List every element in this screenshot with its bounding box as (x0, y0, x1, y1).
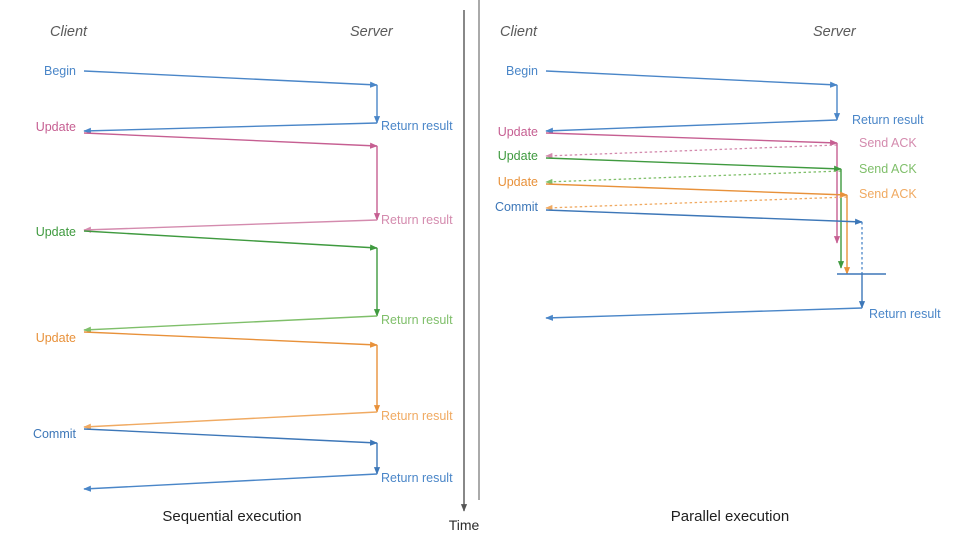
message-line-seq-update1 (83, 132, 378, 149)
message-line-seq-update3 (83, 331, 378, 348)
message-label-par-ack2: Send ACK (859, 162, 917, 176)
message-line-par-commit (545, 209, 863, 225)
message-line-seq-update2 (83, 230, 378, 251)
message-line-par-update1 (545, 132, 838, 146)
panel-caption-sequential: Sequential execution (162, 508, 301, 525)
message-label-seq-update3: Update (36, 331, 76, 345)
message-line-par-begin (545, 70, 838, 88)
message-line-seq-update3-return (83, 411, 378, 430)
message-label-seq-commit: Commit (33, 427, 77, 441)
message-line-seq-update2-return (83, 315, 378, 333)
message-label-seq-update3-return: Return result (381, 409, 453, 423)
message-line-par-begin-return (545, 119, 838, 134)
message-line-par-ack3 (545, 196, 848, 211)
message-label-par-update2: Update (498, 149, 538, 163)
time-axis-label: Time (449, 517, 480, 533)
message-label-par-ack3: Send ACK (859, 187, 917, 201)
message-label-seq-update2-return: Return result (381, 313, 453, 327)
message-line-seq-commit-return (83, 473, 378, 492)
message-label-seq-update2: Update (36, 225, 76, 239)
message-line-par-ack1 (545, 144, 838, 159)
message-label-seq-begin: Begin (44, 64, 76, 78)
lane-header-client-parallel: Client (500, 24, 538, 40)
message-label-par-commit-return: Return result (869, 307, 941, 321)
message-flow-layer (83, 70, 886, 492)
message-label-seq-update1-return: Return result (381, 213, 453, 227)
message-line-seq-begin (83, 70, 378, 88)
message-line-seq-update1-return (83, 219, 378, 233)
message-label-seq-begin-return: Return result (381, 119, 453, 133)
message-label-par-begin: Begin (506, 64, 538, 78)
panel-caption-parallel: Parallel execution (671, 508, 789, 525)
message-label-par-begin-return: Return result (852, 113, 924, 127)
message-line-seq-commit (83, 428, 378, 446)
message-label-par-update1: Update (498, 125, 538, 139)
message-label-par-commit: Commit (495, 200, 539, 214)
message-line-par-commit-return (545, 307, 863, 321)
message-line-par-ack2 (545, 170, 842, 185)
lane-header-client-sequential: Client (50, 24, 88, 40)
message-label-par-ack1: Send ACK (859, 136, 917, 150)
message-line-par-update3 (545, 183, 848, 198)
message-label-seq-commit-return: Return result (381, 471, 453, 485)
message-label-seq-update1: Update (36, 120, 76, 134)
lane-header-server-sequential: Server (350, 24, 394, 40)
lane-header-server-parallel: Server (813, 24, 857, 40)
message-line-par-update2 (545, 157, 842, 172)
message-line-seq-begin-return (83, 122, 378, 134)
message-label-par-update3: Update (498, 175, 538, 189)
